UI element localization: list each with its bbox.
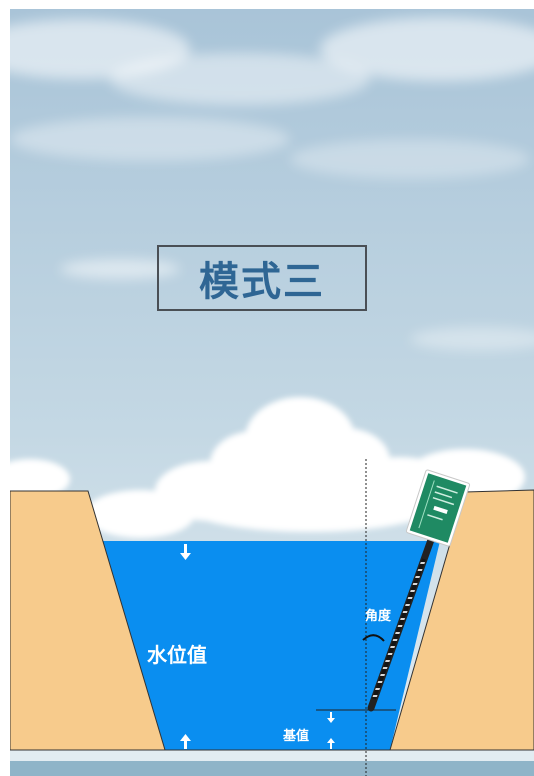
bottom-water-strip bbox=[10, 761, 534, 776]
sensor-rod bbox=[367, 533, 436, 712]
arrow-up-icon bbox=[180, 734, 191, 749]
base-arrow-down-icon bbox=[327, 712, 335, 723]
water-level-label: 水位值 bbox=[147, 643, 207, 667]
angle-arc-icon bbox=[362, 634, 385, 642]
base-value-label: 基值 bbox=[283, 729, 310, 744]
angle-label: 角度 bbox=[365, 609, 392, 624]
water-body bbox=[103, 541, 440, 750]
sensor-device-icon bbox=[405, 469, 471, 547]
base-arrow-up-icon bbox=[327, 738, 335, 749]
diagram-canvas bbox=[10, 9, 534, 776]
diagram-scene: 模式三 水位值 基值 角度 bbox=[10, 9, 534, 776]
high-clouds bbox=[10, 17, 534, 351]
mode-title-box: 模式三 bbox=[157, 245, 367, 311]
mode-title: 模式三 bbox=[199, 259, 325, 305]
arrow-down-icon bbox=[180, 544, 191, 560]
